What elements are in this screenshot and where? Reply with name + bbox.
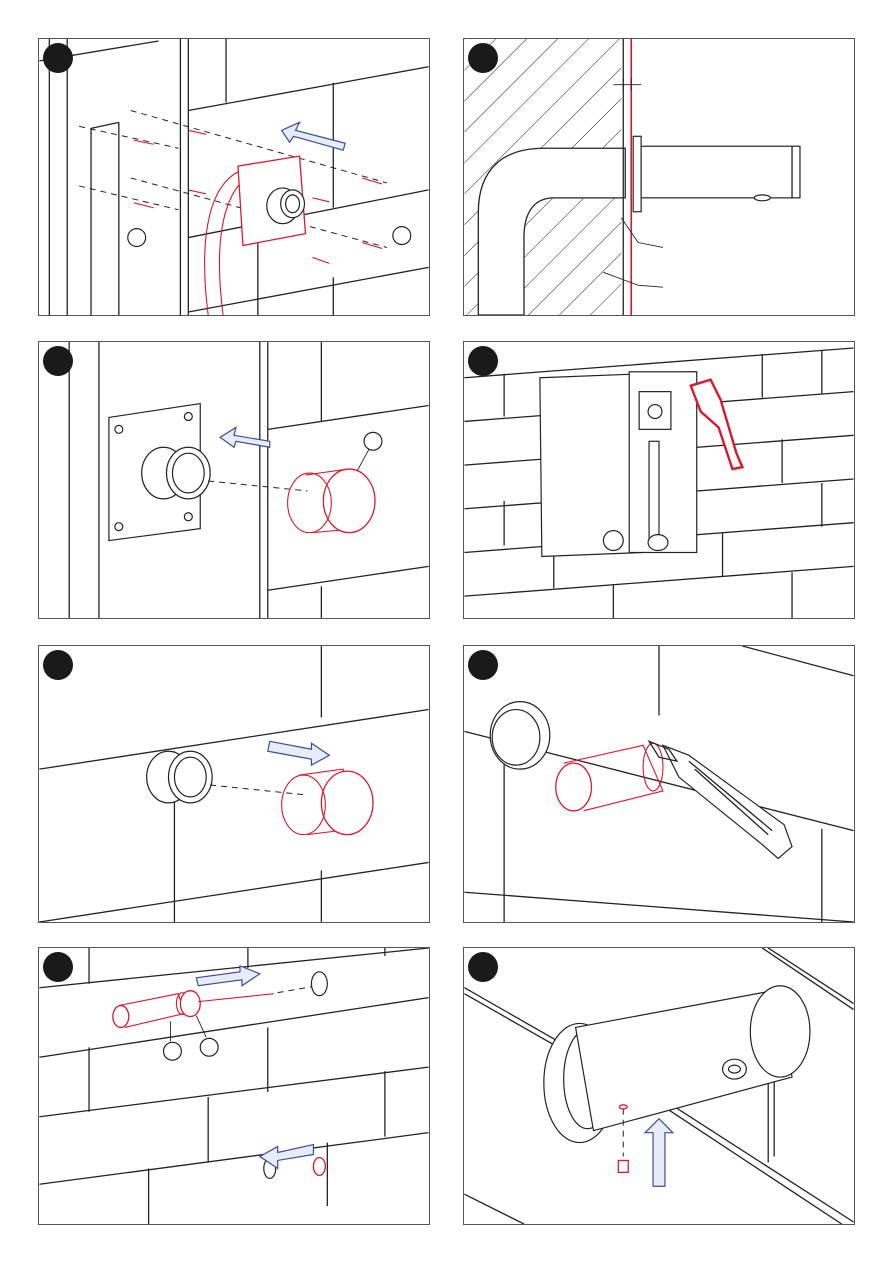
step-5-illustration	[39, 646, 429, 922]
step-marker-icon	[468, 43, 498, 73]
step-2-illustration	[464, 39, 854, 315]
protective-cap-icon	[282, 769, 373, 835]
utility-knife-icon	[649, 741, 792, 858]
step-1-illustration	[39, 39, 429, 315]
o-ring-icon	[180, 991, 200, 1017]
step-marker-icon	[468, 952, 498, 982]
step-8-illustration	[464, 948, 854, 1224]
callout-circle-icon	[128, 229, 146, 247]
protective-cap-icon	[288, 469, 375, 533]
step-marker-icon	[43, 650, 73, 680]
connector-icon	[142, 447, 211, 499]
handle-tool-icon	[691, 380, 743, 469]
sleeve-icon	[113, 993, 188, 1028]
panel-step-3	[38, 341, 430, 619]
step-marker-icon	[43, 346, 73, 376]
direction-arrow-icon	[282, 122, 346, 150]
step-7-illustration	[39, 948, 429, 1224]
direction-arrow-icon	[268, 741, 330, 765]
step-4-illustration	[464, 342, 854, 618]
panel-step-8	[463, 947, 855, 1225]
connector-icon	[490, 702, 550, 770]
callout-circle-icon	[200, 1038, 218, 1056]
step-3-illustration	[39, 342, 429, 618]
step-marker-icon	[43, 952, 73, 982]
callout-circle-icon	[164, 1042, 182, 1060]
step-marker-icon	[43, 43, 73, 73]
panel-step-2	[463, 38, 855, 316]
sleeve-icon	[556, 743, 663, 811]
panel-step-4	[463, 341, 855, 619]
callout-circle-icon	[393, 227, 411, 245]
panel-step-7	[38, 947, 430, 1225]
connector-icon	[147, 751, 213, 803]
panel-step-5	[38, 645, 430, 923]
step-marker-icon	[468, 650, 498, 680]
panel-step-1	[38, 38, 430, 316]
step-marker-icon	[468, 346, 498, 376]
callout-circle-icon	[364, 432, 382, 450]
direction-arrow-icon	[645, 1119, 673, 1187]
direction-arrow-icon	[220, 427, 270, 447]
step-6-illustration	[464, 646, 854, 922]
panel-step-6	[463, 645, 855, 923]
spout-icon	[544, 986, 810, 1143]
